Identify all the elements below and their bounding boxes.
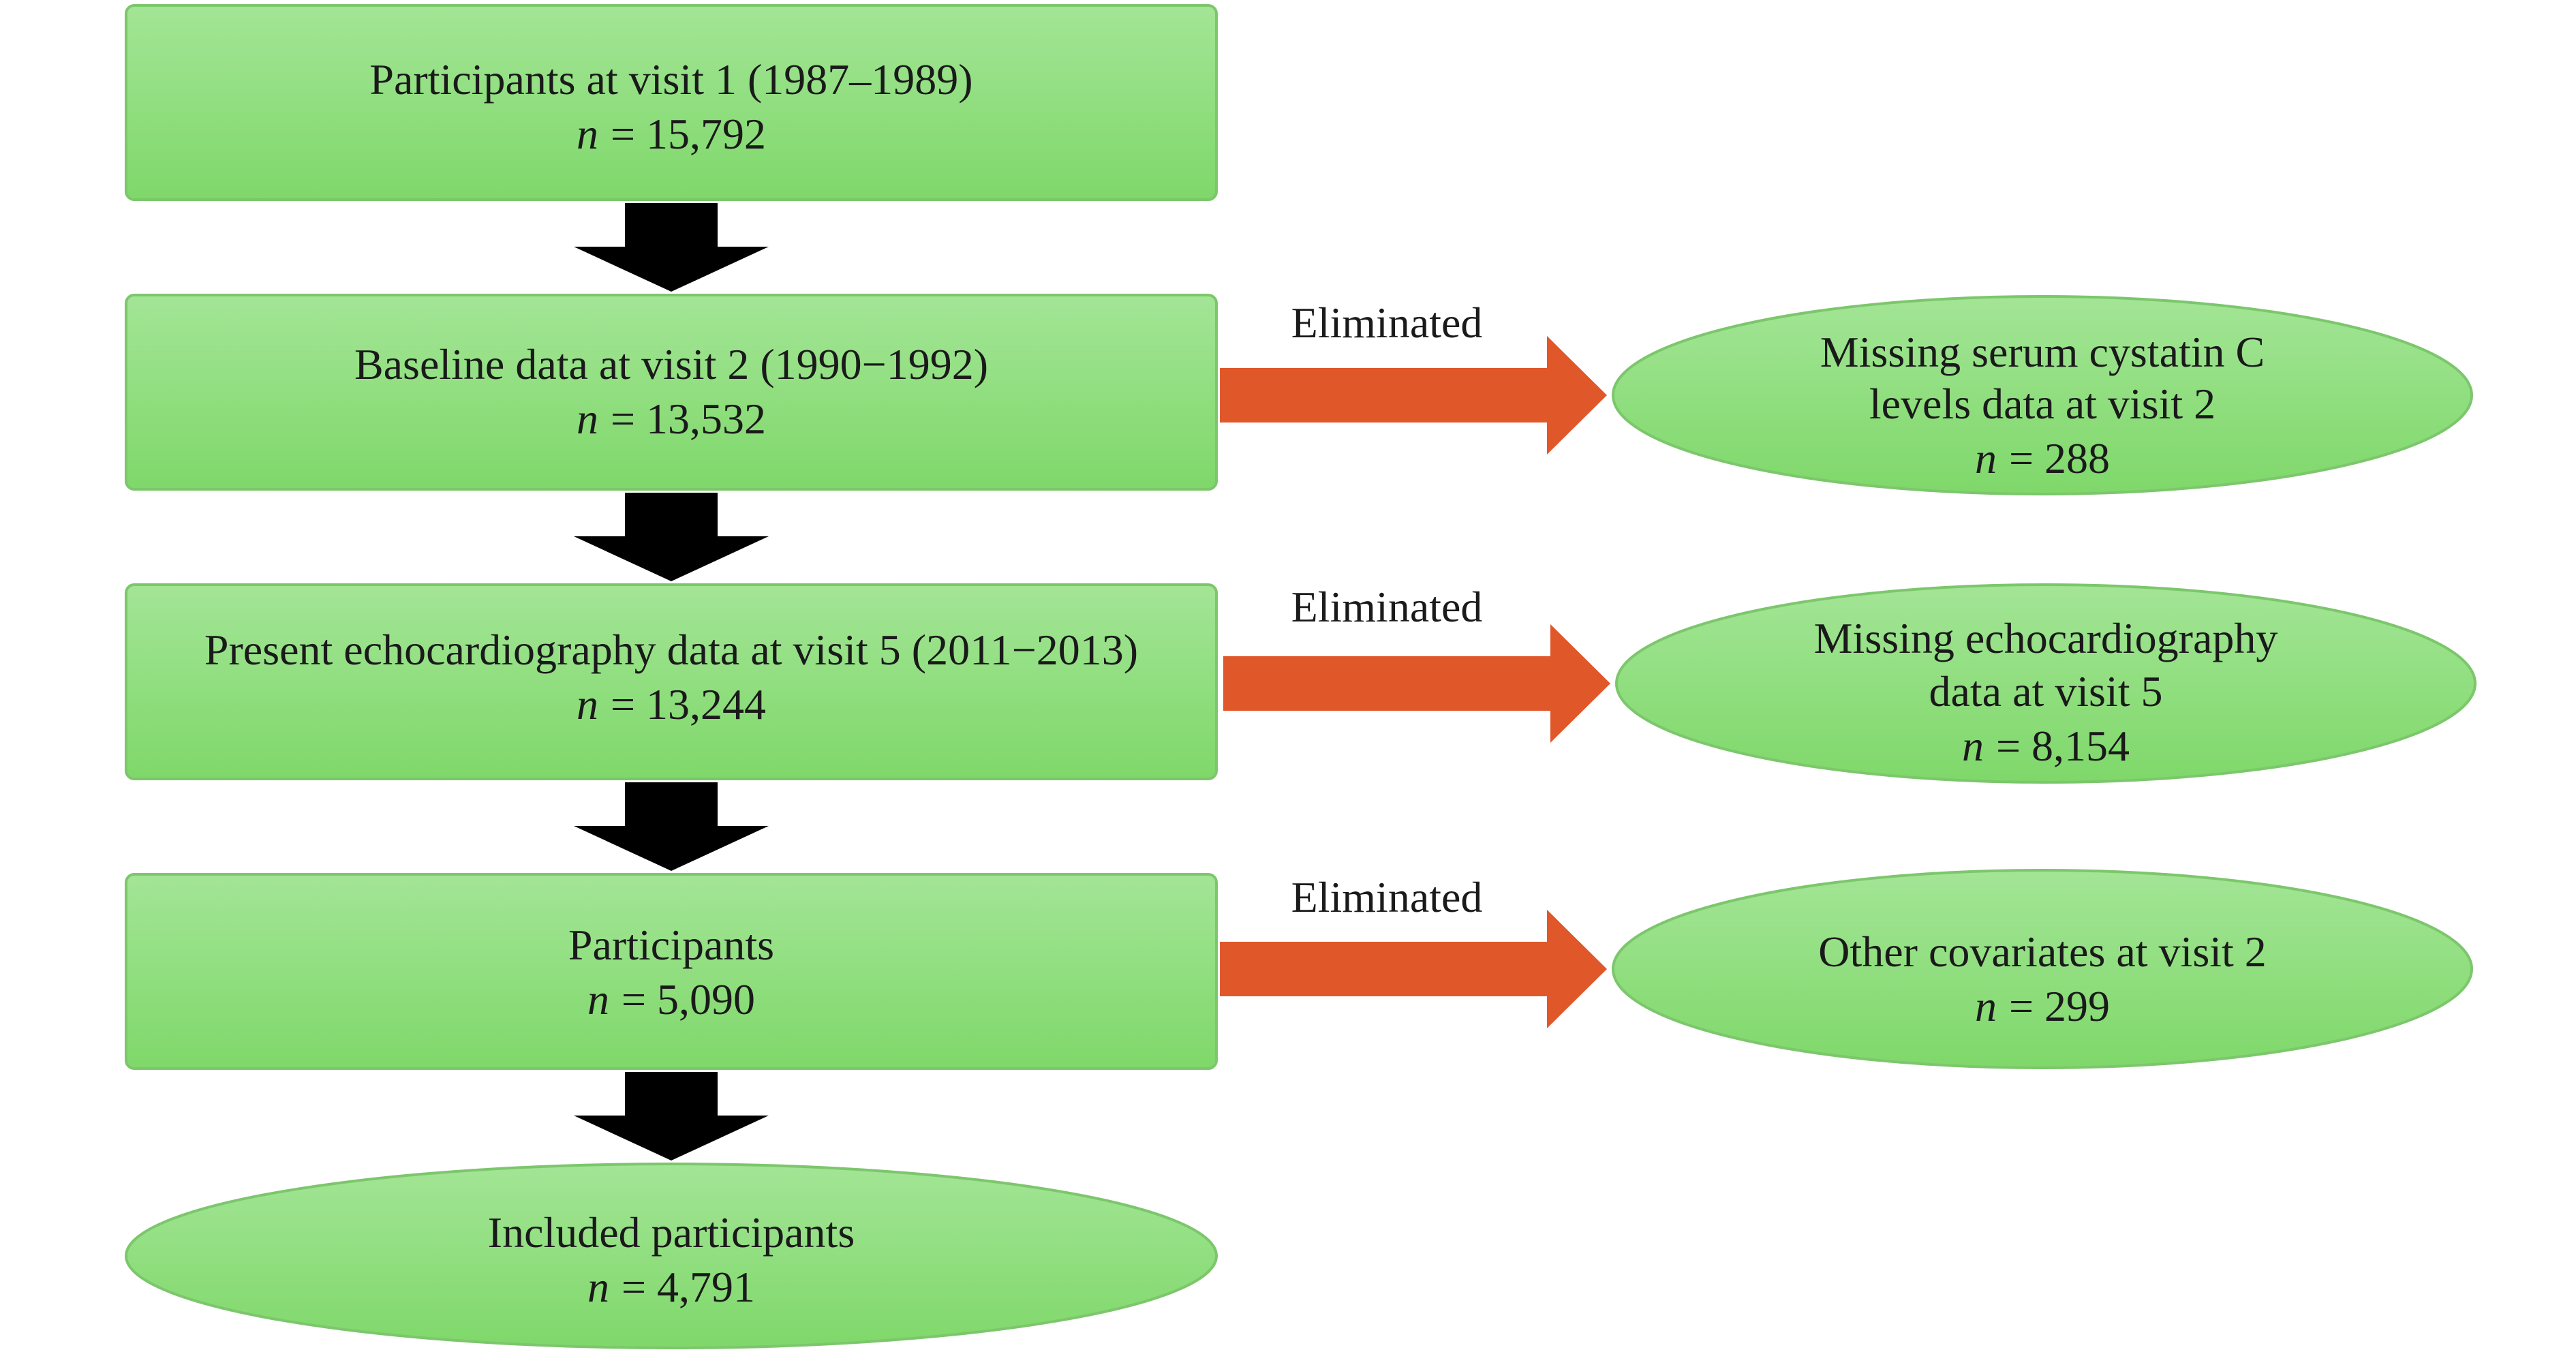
exclusion-3-arrow-label: Eliminated bbox=[1291, 873, 1483, 921]
step-4-box: Participants n= 5,090 bbox=[125, 873, 1218, 1070]
step-3-box: Present echocardiography data at visit 5… bbox=[125, 583, 1218, 780]
exclusion-1-line-2: levels data at visit 2 bbox=[1869, 380, 2215, 428]
exclusion-1-arrow-label: Eliminated bbox=[1291, 298, 1483, 347]
exclusion-1-count: n= 288 bbox=[1975, 434, 2110, 482]
exclusion-3-line-1: Other covariates at visit 2 bbox=[1818, 927, 2267, 976]
down-arrow-4 bbox=[574, 1072, 769, 1161]
step-1-title: Participants at visit 1 (1987–1989) bbox=[369, 55, 972, 104]
exclusion-1-line-1: Missing serum cystatin C bbox=[1820, 328, 2265, 376]
exclusion-arrow-2 bbox=[1223, 624, 1610, 743]
exclusion-2-line-2: data at visit 5 bbox=[1929, 667, 2162, 716]
exclusion-2-oval: Missing echocardiography data at visit 5… bbox=[1615, 583, 2477, 784]
exclusion-arrow-1 bbox=[1220, 336, 1607, 455]
exclusion-2-arrow-label: Eliminated bbox=[1291, 583, 1483, 631]
exclusion-3-count: n= 299 bbox=[1975, 982, 2110, 1030]
step-4-count: n= 5,090 bbox=[587, 975, 755, 1024]
exclusion-3-oval: Other covariates at visit 2 n= 299 bbox=[1612, 869, 2473, 1069]
step-2-title: Baseline data at visit 2 (1990−1992) bbox=[354, 340, 988, 388]
final-included-oval: Included participants n= 4,791 bbox=[125, 1163, 1218, 1349]
down-arrow-2 bbox=[574, 493, 769, 581]
exclusion-1-oval: Missing serum cystatin C levels data at … bbox=[1612, 295, 2473, 495]
step-3-count: n= 13,244 bbox=[577, 680, 766, 728]
step-1-box: Participants at visit 1 (1987–1989) n= 1… bbox=[125, 4, 1218, 201]
final-count: n= 4,791 bbox=[587, 1263, 755, 1311]
step-1-count: n= 15,792 bbox=[577, 110, 766, 158]
down-arrow-1 bbox=[574, 203, 769, 292]
step-3-title: Present echocardiography data at visit 5… bbox=[204, 626, 1138, 674]
step-4-title: Participants bbox=[568, 921, 774, 969]
step-2-count: n= 13,532 bbox=[577, 395, 766, 443]
exclusion-2-line-1: Missing echocardiography bbox=[1814, 614, 2278, 662]
step-2-box: Baseline data at visit 2 (1990−1992) n= … bbox=[125, 294, 1218, 491]
exclusion-2-count: n= 8,154 bbox=[1962, 722, 2130, 770]
exclusion-arrow-3 bbox=[1220, 910, 1607, 1028]
down-arrow-3 bbox=[574, 782, 769, 871]
final-title: Included participants bbox=[488, 1208, 855, 1257]
